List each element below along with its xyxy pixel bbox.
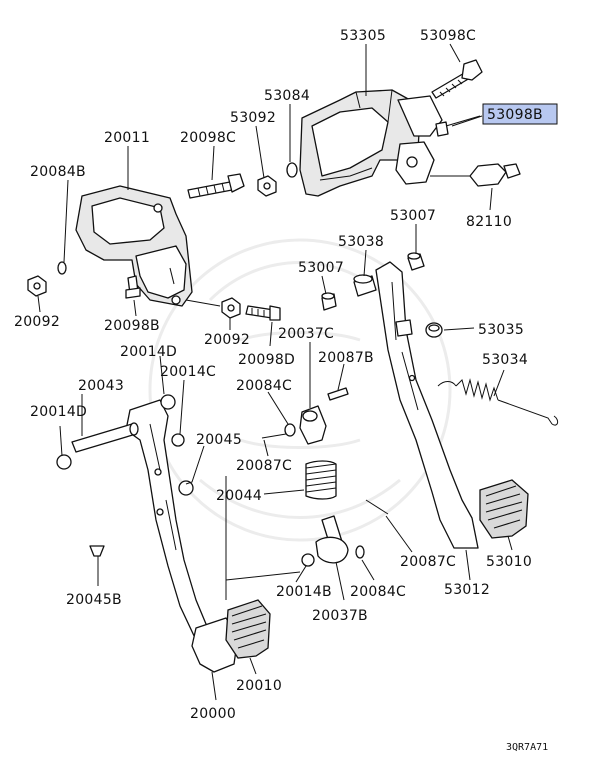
stopper-20045b-part — [89, 545, 105, 557]
callout-53098b: 53098B — [487, 107, 543, 123]
callout-20010: 20010 — [236, 678, 282, 694]
clip-20087c-part — [261, 433, 287, 439]
callout-20045b: 20045B — [66, 592, 122, 608]
collar-53038-part — [353, 274, 377, 297]
callout-20098b: 20098B — [104, 318, 160, 334]
callout-20037b: 20037B — [312, 608, 368, 624]
stop-switch-part — [430, 163, 521, 187]
washer-20084c-part — [284, 423, 296, 437]
callout-53098c: 53098C — [420, 28, 476, 44]
callout-53035: 53035 — [478, 322, 524, 338]
callout-20087c: 20087C — [236, 458, 292, 474]
nut-53092-part — [257, 175, 277, 197]
callout-20000: 20000 — [190, 706, 236, 722]
callout-53305: 53305 — [340, 28, 386, 44]
clip-20087cb-part — [365, 499, 389, 515]
bushing-53035-part — [425, 322, 443, 338]
bushing-20014c-part — [171, 433, 185, 447]
washer-20084b-part — [57, 261, 67, 275]
nut-20092a-part — [27, 275, 47, 297]
highlight-53098b — [482, 103, 558, 125]
bushing-53007b-part — [321, 292, 337, 311]
callout-53092: 53092 — [230, 110, 276, 126]
callout-20087c-2: 20087C — [400, 554, 456, 570]
pedal-bracket-part — [75, 185, 193, 307]
bushing-53007a-part — [407, 252, 425, 271]
upper-bracket-part — [299, 89, 443, 197]
bolt-53098c-part — [431, 59, 483, 99]
callout-20011: 20011 — [104, 130, 150, 146]
callout-53012: 53012 — [444, 582, 490, 598]
bushing-20014d-part — [56, 394, 176, 470]
clutch-pedal-arm-part — [375, 261, 479, 549]
callout-20084c: 20084C — [236, 378, 292, 394]
washer-20084cb-part — [355, 545, 365, 559]
spring-20044-part — [305, 460, 337, 500]
diagram-code: 3QR7A71 — [506, 742, 548, 753]
callout-53007b: 53007 — [298, 260, 344, 276]
brake-pedal-pad-part — [225, 599, 271, 659]
callout-20014c: 20014C — [160, 364, 216, 380]
callout-53010: 53010 — [486, 554, 532, 570]
callout-20014d-2: 20014D — [30, 404, 87, 420]
nut-20092b-part — [221, 297, 241, 319]
bolt-20098c-part — [187, 173, 245, 199]
callout-labels: 53305 53098C 53084 53098B 53092 20011 20… — [14, 28, 558, 753]
callout-20087b: 20087B — [318, 350, 374, 366]
callout-53007a: 53007 — [390, 208, 436, 224]
callout-20098d: 20098D — [238, 352, 295, 368]
callout-20092b: 20092 — [204, 332, 250, 348]
washer-53084-part — [286, 162, 298, 178]
callout-20044: 20044 — [216, 488, 262, 504]
callout-20084c-2: 20084C — [350, 584, 406, 600]
stopper-20045-part — [178, 480, 194, 496]
clevis-20037b-part — [315, 515, 349, 564]
bushing-20014b-part — [301, 553, 315, 567]
callout-20098c: 20098C — [180, 130, 236, 146]
callout-20037c: 20037C — [278, 326, 334, 342]
clevis-20037c-part — [299, 405, 327, 445]
callout-20043: 20043 — [78, 378, 124, 394]
callout-53084: 53084 — [264, 88, 310, 104]
callout-82110: 82110 — [466, 214, 512, 230]
leader-lines — [37, 43, 513, 701]
callout-20014b: 20014B — [276, 584, 332, 600]
callout-53038: 53038 — [338, 234, 384, 250]
callout-20092a: 20092 — [14, 314, 60, 330]
pedal-shaft-part — [71, 422, 139, 453]
callout-53034: 53034 — [482, 352, 528, 368]
return-spring-part — [437, 378, 559, 426]
bolt-20098d-part — [245, 305, 281, 321]
callout-20084b: 20084B — [30, 164, 86, 180]
bolt-20098b-part — [125, 275, 141, 299]
callout-20045: 20045 — [196, 432, 242, 448]
bolt-53098b-part — [435, 115, 481, 137]
pin-20087b-part — [327, 387, 349, 401]
callout-20014d: 20014D — [120, 344, 177, 360]
clutch-pedal-pad-part — [479, 479, 529, 539]
